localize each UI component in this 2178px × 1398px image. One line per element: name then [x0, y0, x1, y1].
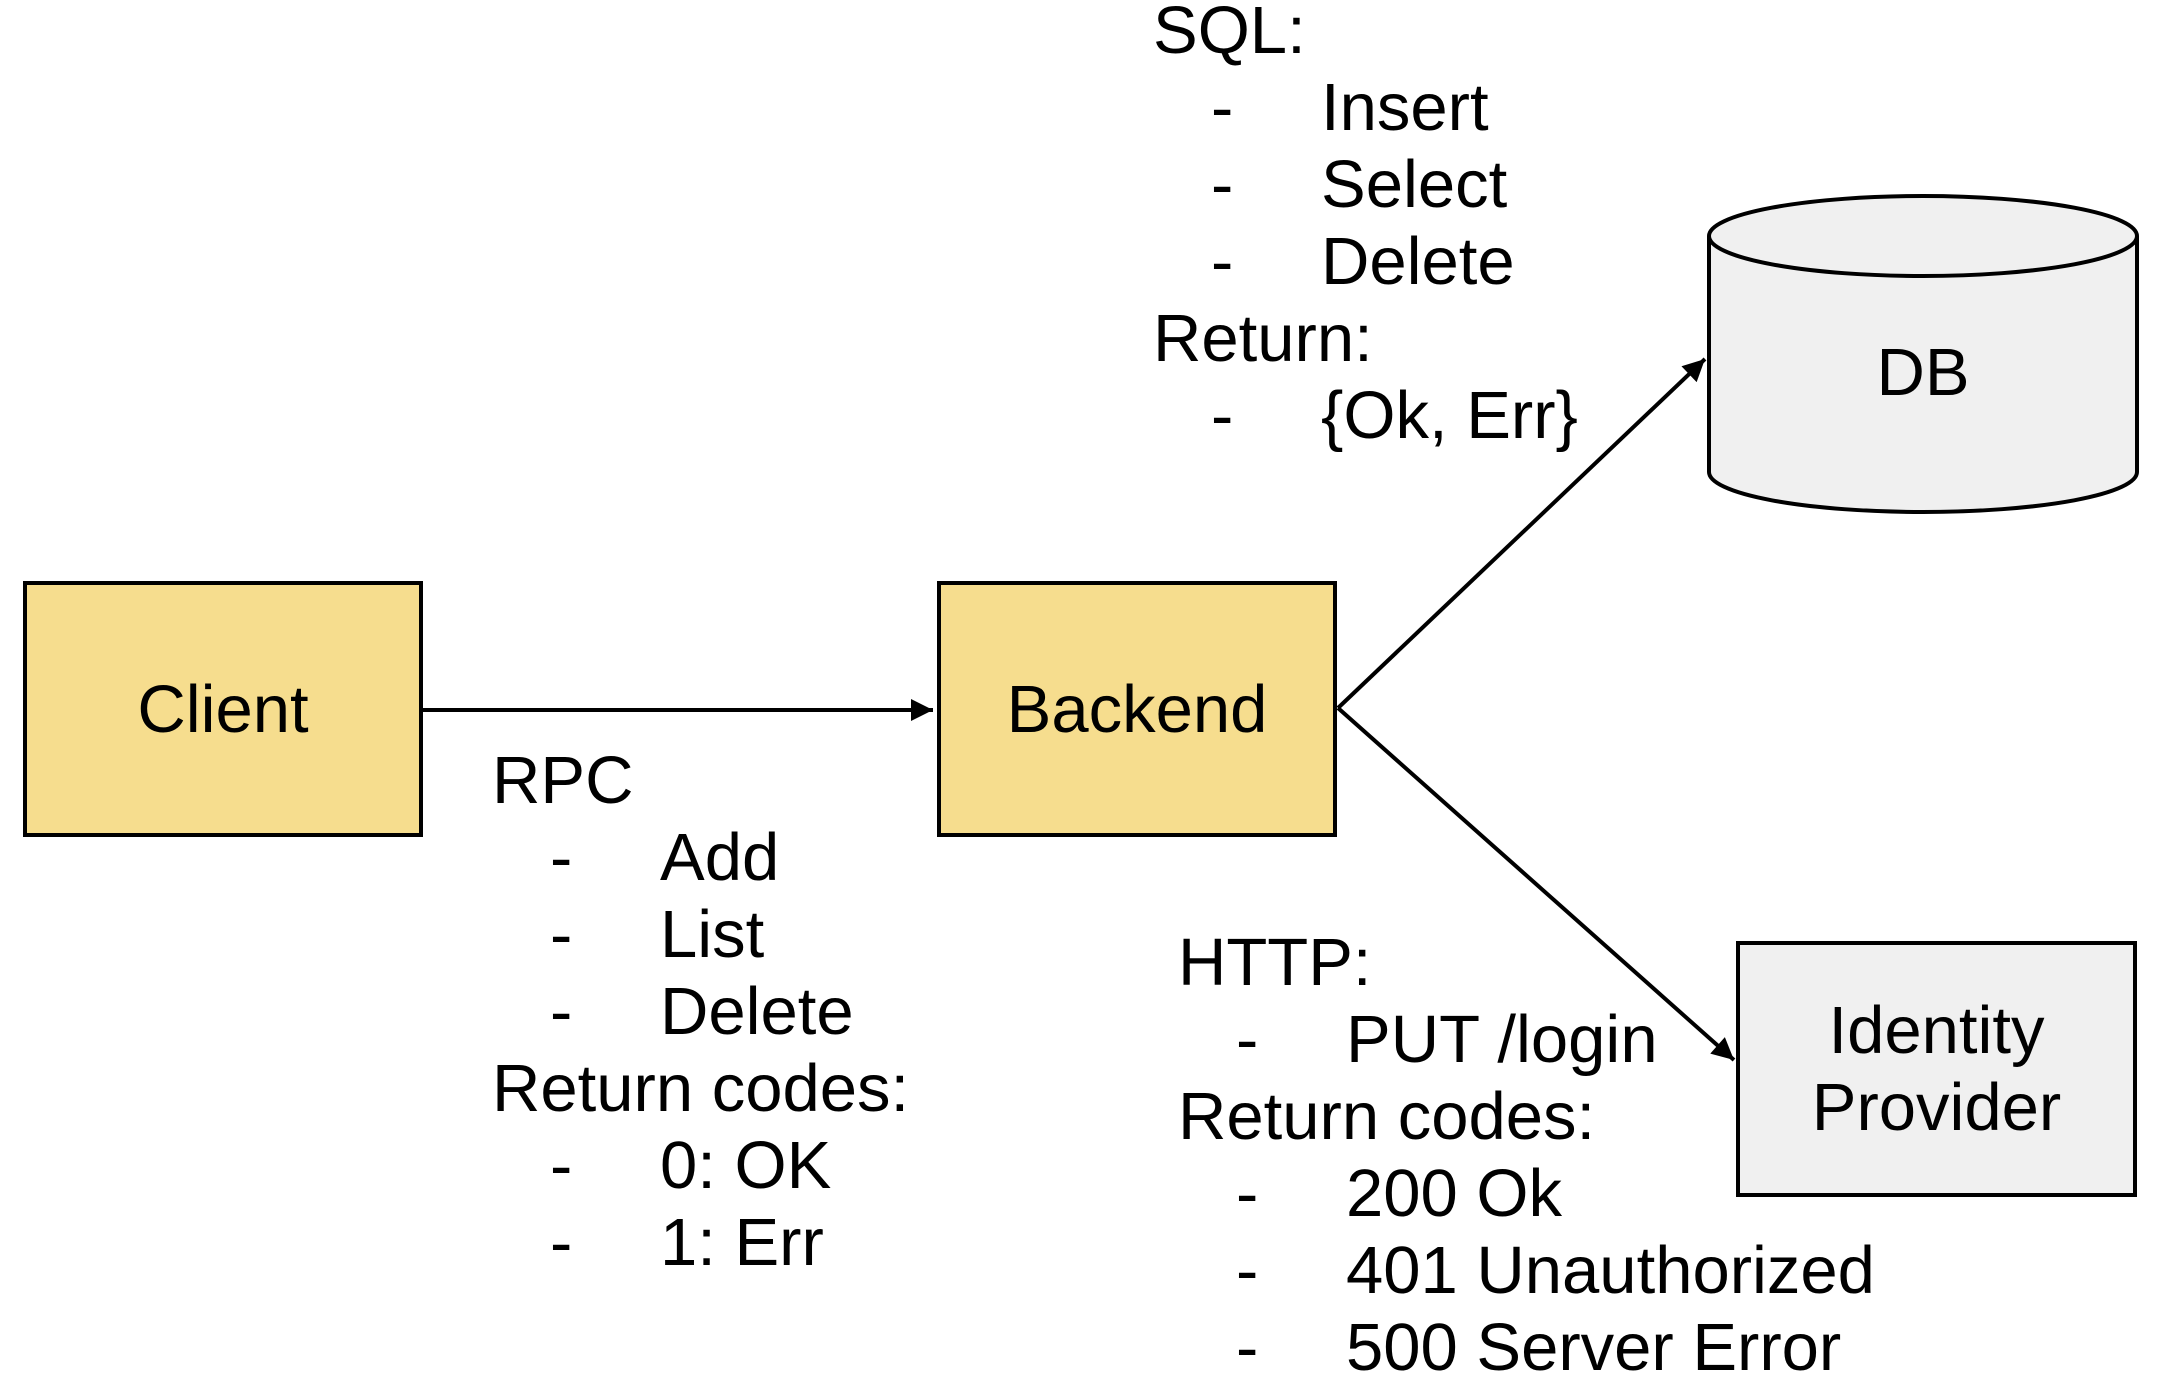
annotation-line: - 1: Err	[492, 1204, 909, 1281]
annotation-line-text: Add	[660, 820, 780, 895]
bullet-dash: -	[550, 820, 573, 895]
annotation-line-text: 401 Unauthorized	[1346, 1233, 1875, 1308]
bullet-dash: -	[550, 974, 573, 1049]
db-cylinder-body	[1707, 236, 2139, 514]
annotation-line: - PUT /login	[1178, 1001, 1875, 1078]
node-db-label: DB	[1709, 272, 2137, 472]
node-identity-provider: Identity Provider	[1736, 941, 2137, 1197]
annotation-line: - 401 Unauthorized	[1178, 1232, 1875, 1309]
backend-to-db-arrow	[1336, 357, 1707, 710]
node-client: Client	[23, 581, 423, 837]
bullet-dash: -	[1211, 224, 1234, 299]
annotation-line: - Delete	[1153, 223, 1578, 300]
bullet-dash: -	[1211, 378, 1234, 453]
annotation-line-text: Delete	[660, 974, 854, 1049]
annotation-line-text: 0: OK	[660, 1128, 832, 1203]
node-client-label: Client	[137, 671, 309, 747]
bullet-dash: -	[550, 897, 573, 972]
bullet-dash: -	[1211, 70, 1234, 145]
node-backend: Backend	[937, 581, 1337, 837]
annotation-line-text: List	[660, 897, 765, 972]
annotation-line: Return:	[1153, 301, 1373, 376]
annotation-line-text: 500 Server Error	[1346, 1310, 1842, 1385]
bullet-dash: -	[1211, 147, 1234, 222]
annotation-line-text: Delete	[1321, 224, 1515, 299]
bullet-dash: -	[1236, 1233, 1259, 1308]
annotation-line: - List	[492, 896, 909, 973]
annotation-line: - 0: OK	[492, 1127, 909, 1204]
annotation-line: - {Ok, Err}	[1153, 377, 1578, 454]
bullet-dash: -	[550, 1128, 573, 1203]
bullet-dash: -	[1236, 1002, 1259, 1077]
bullet-dash: -	[1236, 1156, 1259, 1231]
annotation-line: - Add	[492, 819, 909, 896]
backend-to-identity-provider-arrow	[1336, 706, 1736, 1062]
db-cylinder	[1707, 194, 2139, 514]
annotation-line: HTTP:	[1178, 925, 1372, 1000]
bullet-dash: -	[1236, 1310, 1259, 1385]
annotation-line: - Select	[1153, 146, 1578, 223]
node-identity-provider-label: Identity Provider	[1811, 993, 2062, 1145]
annotation-line-text: 1: Err	[660, 1205, 824, 1280]
annotation-line-text: 200 Ok	[1346, 1156, 1563, 1231]
annotation-line: - Delete	[492, 973, 909, 1050]
annotation-line: RPC	[492, 743, 634, 818]
annotation-line: - 200 Ok	[1178, 1155, 1875, 1232]
annotation-line-text: Select	[1321, 147, 1508, 222]
annotation-line: SQL:	[1153, 0, 1306, 68]
bullet-dash: -	[550, 1205, 573, 1280]
annotation-line: Return codes:	[492, 1051, 910, 1126]
annotation-line-text: Insert	[1321, 70, 1489, 145]
annotation-line: Return codes:	[1178, 1079, 1596, 1154]
annotation-line: - 500 Server Error	[1178, 1309, 1875, 1386]
annotation-line-text: {Ok, Err}	[1321, 378, 1578, 453]
node-backend-label: Backend	[1006, 671, 1268, 747]
node-db-label-text: DB	[1876, 334, 1970, 410]
db-cylinder-top	[1707, 194, 2139, 278]
annotation-line-text: PUT /login	[1346, 1002, 1658, 1077]
annotation-line: - Insert	[1153, 69, 1578, 146]
